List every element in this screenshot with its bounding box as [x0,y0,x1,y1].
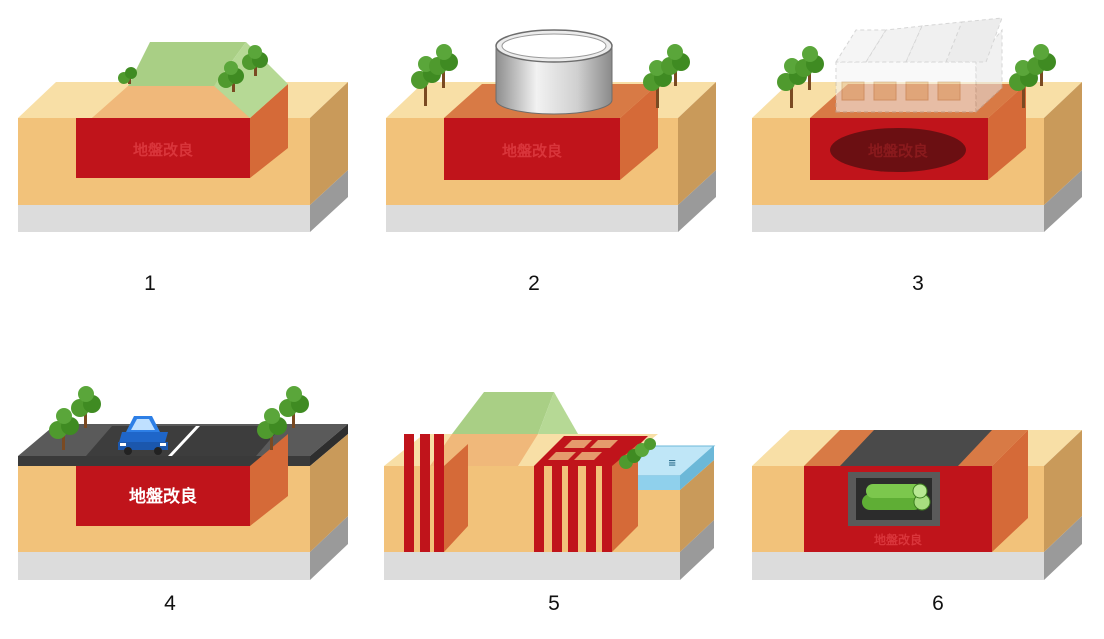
soil-side [310,434,348,552]
base-layer-side [680,520,714,580]
panel-6: 地盤改良 6 [736,330,1104,639]
improved-zone-side [992,430,1028,552]
panel-1-diagram: 地盤改良 [18,42,348,232]
improved-column [420,434,430,552]
tree-icon [411,56,441,106]
panel-5-diagram: ≡ [384,392,716,580]
improved-zone [76,118,250,178]
base-layer-side [310,170,348,232]
soil-side [310,82,348,205]
improved-zone-side [988,84,1026,180]
soil-side [1044,430,1082,552]
improved-zone-label: 地盤改良 [502,142,562,160]
tree-icon [257,408,287,450]
panel-number: 5 [548,592,560,615]
improved-zone-side [620,84,658,180]
panel-4-diagram: 地盤改良 [18,386,348,580]
tree-icon [661,44,690,86]
soil-side [1044,82,1082,205]
tree-icon [218,61,244,92]
tree-icon [619,438,656,469]
improved-zone-label: 地盤改良 [129,486,197,507]
improved-column [586,466,596,552]
building-icon [835,17,1003,114]
road-front [18,456,310,466]
panel-2: 地盤改良 [368,0,736,300]
improved-zone [444,118,620,180]
embankment-front [92,86,250,118]
tree-icon [429,44,458,88]
base-layer-front [18,552,310,580]
panel-number: 4 [164,592,176,615]
levee-side [538,392,578,434]
improved-zone-label: 地盤改良 [874,532,922,547]
panel-number: 6 [932,592,944,615]
panel-number: 1 [144,272,156,295]
panel-6-diagram: 地盤改良 [752,430,1082,580]
improved-zone-side [250,84,288,178]
base-layer-side [310,516,348,580]
storage-tank-icon [495,29,613,115]
tree-icon [118,67,137,84]
base-layer-side [1044,516,1082,580]
levee-top [452,392,554,434]
tree-icon [49,408,79,450]
soil-side [680,460,714,552]
improved-zone [76,466,250,526]
base-layer-front [752,205,1044,232]
tree-icon [795,46,824,90]
improved-core [830,128,966,172]
panel-number: 3 [912,272,924,295]
improved-column [534,466,544,552]
tree-icon [279,386,309,428]
soil-side [678,82,716,205]
tree-icon [777,58,807,108]
base-layer-front [386,205,678,232]
car-icon [118,416,168,455]
tree-icon [71,386,101,428]
base-layer-side [1044,170,1082,232]
improved-zone-label: 地盤改良 [868,142,928,160]
base-layer-front [18,205,310,232]
panel-1: 地盤改良 1 [0,0,368,300]
improved-grid-hole [574,452,602,460]
base-layer-side [678,170,716,232]
improved-zone-side [250,434,288,526]
base-layer-front [384,552,680,580]
improved-grid-hole [590,440,618,448]
panel-3-diagram: 地盤改良 [752,17,1082,232]
improved-column [404,434,414,552]
panel-2-diagram: 地盤改良 [386,29,716,232]
improved-column-side [444,444,468,552]
embankment-top [128,42,246,86]
improved-column-side [612,444,638,552]
culvert-top [840,430,992,466]
water-side [680,446,714,490]
road-side [310,424,348,466]
base-layer-front [752,552,1044,580]
improved-grid-hole [564,440,592,448]
tree-icon [1027,44,1056,86]
panel-number: 2 [528,272,540,295]
panel-3: 地盤改良 3 [736,0,1104,300]
tree-icon [1009,60,1038,108]
improved-column [552,466,562,552]
improved-column [568,466,578,552]
embankment-side [214,42,288,118]
road-center-line [168,426,200,456]
improved-zone-label: 地盤改良 [133,141,193,159]
improved-column [602,466,612,552]
panel-4: 地盤改良 4 [0,330,368,639]
improved-column [434,434,444,552]
panel-5: ≡ 5 [368,330,736,639]
improved-grid-hole [548,452,576,460]
water-level-icon: ≡ [668,458,676,469]
tree-icon [242,45,268,76]
pipe-icon [862,483,931,511]
